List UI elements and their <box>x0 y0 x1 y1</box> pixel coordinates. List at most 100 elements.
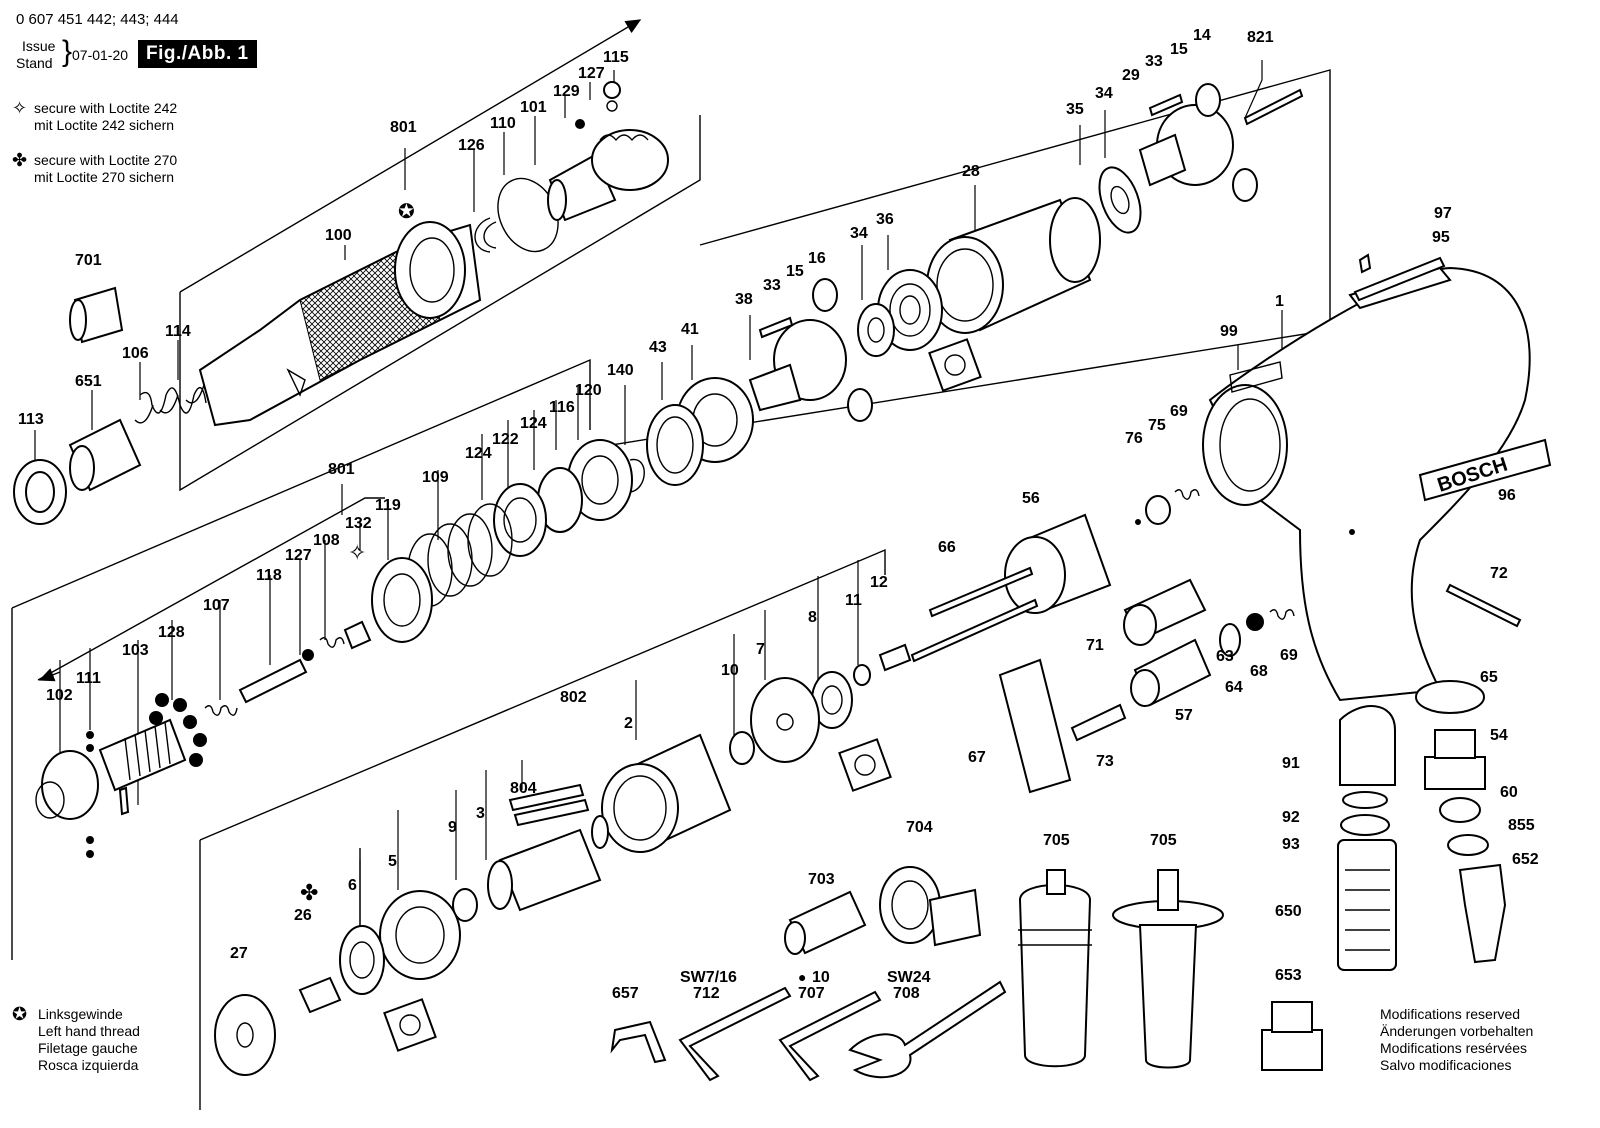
part-label: 95 <box>1432 229 1450 246</box>
bearing-symbols <box>383 338 982 1052</box>
part-label: 701 <box>75 252 102 269</box>
clover-icon: ✤ <box>12 150 28 170</box>
part-6-bearing <box>339 925 385 995</box>
part-label: 10 <box>721 662 739 679</box>
part-73-pin <box>1070 703 1127 742</box>
part-label: 703 <box>808 871 835 888</box>
part-113-nut <box>13 459 67 525</box>
part-label: 2 <box>624 715 633 732</box>
part-60-filter <box>1439 797 1481 823</box>
part-label: 15 <box>1170 41 1188 58</box>
loctite-270-en: secure with Loctite 270 <box>34 152 178 168</box>
part-label: 801 <box>390 119 417 136</box>
part-704-bracket <box>879 866 982 947</box>
part-label: 101 <box>520 99 547 116</box>
loctite-270-legend: ✤ secure with Loctite 270 mit Loctite 27… <box>12 151 178 186</box>
part-label: 103 <box>122 642 149 659</box>
part-label: 71 <box>1086 637 1104 654</box>
tool-sw24: SW24 <box>887 969 931 986</box>
part-label: 60 <box>1500 784 1518 801</box>
part-106-spring <box>134 384 207 424</box>
thread-en: Left hand thread <box>38 1023 140 1039</box>
part-label: 75 <box>1148 417 1166 434</box>
loctite-270-de: mit Loctite 270 sichern <box>34 169 175 185</box>
left-thread-star-icon: ✪ <box>398 201 415 223</box>
part-label: 126 <box>458 137 485 154</box>
part-label: 38 <box>735 291 753 308</box>
issue-label: Issue <box>22 38 56 54</box>
part-12-screw <box>878 643 912 672</box>
part-66-rod <box>928 566 1034 618</box>
part-69-spring-lower <box>1269 609 1295 620</box>
part-label: 855 <box>1508 817 1535 834</box>
part-label: 100 <box>325 227 352 244</box>
part-701-bushing <box>69 286 124 344</box>
part-labels: 1151271291011101268011001141067016511138… <box>18 27 1539 1002</box>
part-label: 705 <box>1150 832 1177 849</box>
part-2-cylinder <box>601 733 732 853</box>
part-label: 73 <box>1096 753 1114 770</box>
part-label: 76 <box>1125 430 1143 447</box>
part-107-spring <box>204 705 238 716</box>
thread-de: Linksgewinde <box>38 1006 123 1022</box>
part-label: 120 <box>575 382 602 399</box>
tool-sw716: SW7/16 <box>680 969 737 986</box>
part-label: 97 <box>1434 205 1452 222</box>
part-label: 28 <box>962 163 980 180</box>
part-label: 107 <box>203 597 230 614</box>
part-label: 651 <box>75 373 102 390</box>
part-label: 41 <box>681 321 699 338</box>
figure-title: Fig./Abb. 1 <box>138 40 257 68</box>
part-38-planet-carrier <box>748 278 873 422</box>
part-label: 54 <box>1490 727 1508 744</box>
part-label: 33 <box>1145 53 1163 70</box>
part-1-housing: BOSCH <box>1202 266 1552 702</box>
mod-fr: Modifications resérvées <box>1380 1040 1528 1056</box>
part-label: 26 <box>294 907 312 924</box>
part-705-handle-a <box>1018 869 1092 1068</box>
part-label: 1 <box>1275 293 1284 310</box>
part-34-washer <box>857 303 895 357</box>
part-128-balls <box>149 693 207 767</box>
part-label: 704 <box>906 819 933 836</box>
part-label: 132 <box>345 515 372 532</box>
part-label: 3 <box>476 805 485 822</box>
part-56-valve <box>1004 513 1112 614</box>
loctite-242-star-icon: ✧ <box>348 540 366 565</box>
part-label: 7 <box>756 641 765 658</box>
part-57-valve-sleeve <box>1130 638 1212 707</box>
part-label: 15 <box>786 263 804 280</box>
part-91-cap <box>1339 705 1396 786</box>
part-label: 712 <box>693 985 720 1002</box>
part-95-plate <box>1353 256 1446 302</box>
part-label: 93 <box>1282 836 1300 853</box>
four-point-star-icon: ✧ <box>12 98 28 118</box>
part-821-pin <box>1243 88 1304 126</box>
part-657-clip <box>610 1020 667 1064</box>
part-99-label <box>1229 361 1283 393</box>
part-28-ring-gear <box>926 197 1101 334</box>
part-label: 109 <box>422 469 449 486</box>
part-label: 708 <box>893 985 920 1002</box>
part-127-ball <box>302 649 314 661</box>
part-label: 707 <box>798 985 825 1002</box>
part-69-spring <box>1174 489 1200 500</box>
part-label: 116 <box>549 399 575 416</box>
part-label: 106 <box>122 345 149 362</box>
part-label: 68 <box>1250 663 1268 680</box>
part-8-bearing <box>811 671 853 729</box>
mod-es: Salvo modificaciones <box>1380 1057 1512 1073</box>
part-label: 33 <box>763 277 781 294</box>
part-129-ball <box>575 119 585 129</box>
issue-date: 07-01-20 <box>72 47 129 63</box>
part-label: 802 <box>560 689 587 706</box>
part-label: 69 <box>1280 647 1298 664</box>
hex-dot-icon: ● <box>798 969 806 985</box>
part-label: 110 <box>490 115 516 132</box>
loctite-242-legend: ✧ secure with Loctite 242 mit Loctite 24… <box>12 99 177 134</box>
part-9-washer <box>452 888 478 922</box>
part-label: 66 <box>938 539 956 556</box>
mod-de: Änderungen vorbehalten <box>1380 1023 1534 1039</box>
part-33-pin <box>758 316 794 339</box>
part-label: 127 <box>285 547 312 564</box>
